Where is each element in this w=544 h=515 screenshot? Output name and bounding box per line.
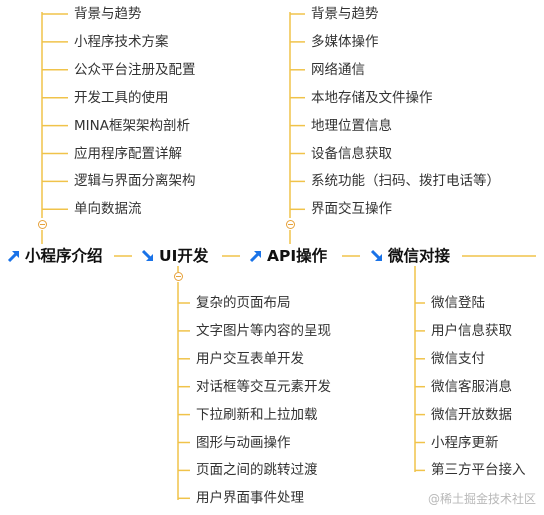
leaf-node[interactable]: 公众平台注册及配置 xyxy=(74,61,196,78)
leaf-node[interactable]: 界面交互操作 xyxy=(311,201,392,218)
main-node-label: UI开发 xyxy=(159,247,209,265)
leaf-node[interactable]: 逻辑与界面分离架构 xyxy=(74,173,196,190)
leaf-node[interactable]: 应用程序配置详解 xyxy=(74,145,182,162)
leaf-node[interactable]: 网络通信 xyxy=(311,61,365,78)
arrow-icon xyxy=(370,249,382,261)
leaf-node[interactable]: 设备信息获取 xyxy=(311,145,392,162)
main-node-label: 微信对接 xyxy=(388,247,451,265)
leaf-node[interactable]: 微信客服消息 xyxy=(431,378,512,395)
leaf-node[interactable]: 页面之间的跳转过渡 xyxy=(196,462,318,479)
leaf-node[interactable]: 单向数据流 xyxy=(74,201,142,218)
arrow-icon xyxy=(249,251,261,263)
leaf-node[interactable]: 文字图片等内容的呈现 xyxy=(196,322,331,339)
collapse-toggle-api[interactable] xyxy=(286,220,295,229)
leaf-node[interactable]: 小程序更新 xyxy=(431,434,499,451)
leaf-node[interactable]: 用户信息获取 xyxy=(431,322,512,339)
leaf-node[interactable]: MINA框架架构剖析 xyxy=(74,117,190,134)
leaf-node[interactable]: 下拉刷新和上拉加载 xyxy=(196,406,318,423)
leaf-node[interactable]: 微信登陆 xyxy=(431,295,485,311)
main-node-label: API操作 xyxy=(267,247,328,265)
watermark: @稀土掘金技术社区 xyxy=(427,492,536,506)
leaf-node[interactable]: 本地存储及文件操作 xyxy=(311,89,433,106)
collapse-toggle-intro[interactable] xyxy=(38,220,47,229)
leaf-node[interactable]: 对话框等交互元素开发 xyxy=(196,378,331,395)
leaf-node[interactable]: 第三方平台接入 xyxy=(431,462,526,479)
leaf-node[interactable]: 微信支付 xyxy=(431,350,485,367)
leaf-node[interactable]: 用户界面事件处理 xyxy=(196,490,304,507)
arrow-icon xyxy=(141,249,153,261)
main-node-wechat[interactable]: 微信对接 xyxy=(369,246,450,266)
main-node-label: 小程序介绍 xyxy=(25,247,103,265)
arrow-icon xyxy=(7,251,19,263)
leaf-node[interactable]: 多媒体操作 xyxy=(311,33,379,50)
leaf-node[interactable]: 小程序技术方案 xyxy=(74,33,169,50)
leaf-node[interactable]: 开发工具的使用 xyxy=(74,89,169,106)
main-node-api[interactable]: API操作 xyxy=(248,246,327,266)
leaf-node[interactable]: 复杂的页面布局 xyxy=(196,295,291,311)
leaf-node[interactable]: 背景与趋势 xyxy=(74,6,142,22)
leaf-node[interactable]: 背景与趋势 xyxy=(311,6,379,22)
leaf-node[interactable]: 系统功能（扫码、拨打电话等） xyxy=(311,173,500,190)
main-node-ui[interactable]: UI开发 xyxy=(140,246,208,266)
collapse-toggle-ui[interactable] xyxy=(174,272,183,281)
main-node-intro[interactable]: 小程序介绍 xyxy=(6,246,103,266)
leaf-node[interactable]: 地理位置信息 xyxy=(311,117,392,134)
leaf-node[interactable]: 图形与动画操作 xyxy=(196,434,291,451)
leaf-node[interactable]: 用户交互表单开发 xyxy=(196,350,304,367)
leaf-node[interactable]: 微信开放数据 xyxy=(431,406,512,423)
